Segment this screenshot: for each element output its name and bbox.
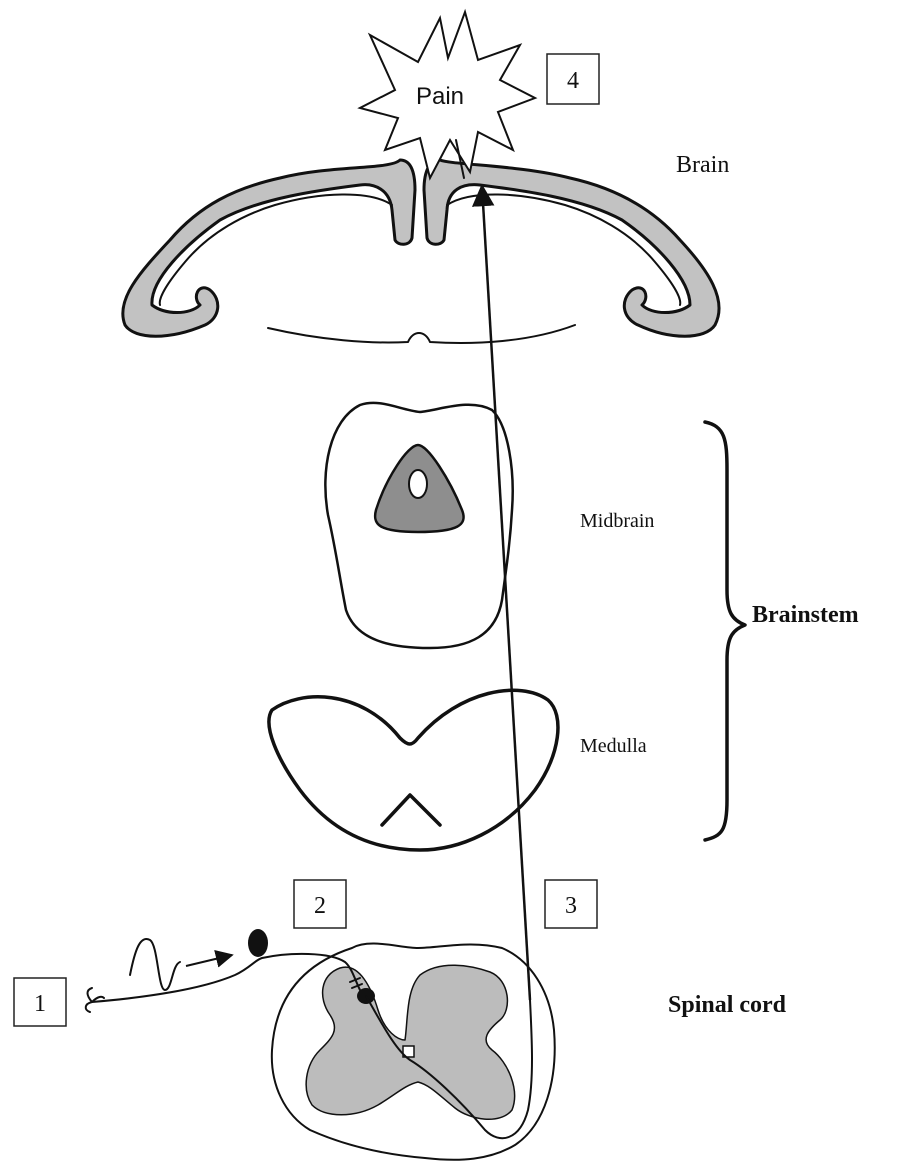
step-1-box: 1: [14, 978, 66, 1026]
midbrain-label: Midbrain: [580, 510, 654, 532]
dorsal-root-ganglion: [248, 929, 268, 957]
brain-base-line: [268, 325, 575, 343]
brain-section: [123, 160, 719, 343]
step-2-label: 2: [314, 893, 326, 919]
stimulus-arrow: [186, 955, 232, 966]
pain-label: Pain: [416, 83, 464, 110]
step-4-box: 4: [547, 54, 599, 104]
step-3-label: 3: [565, 893, 577, 919]
step-2-box: 2: [294, 880, 346, 928]
step-3-box: 3: [545, 880, 597, 928]
medulla-outline: [269, 690, 558, 850]
medulla-section: [269, 690, 558, 850]
brainstem-brace: [705, 422, 745, 840]
spinal-cord-label: Spinal cord: [668, 992, 787, 1018]
aqueduct: [409, 470, 427, 498]
brain-label: Brain: [676, 152, 729, 178]
left-cortex: [123, 160, 415, 336]
medulla-label: Medulla: [580, 735, 647, 757]
pain-starburst: Pain: [360, 12, 535, 178]
midbrain-section: [325, 403, 512, 648]
right-cortex: [424, 160, 719, 336]
left-inner-contour: [160, 194, 392, 305]
nociceptor-ending: [86, 988, 104, 1012]
brainstem-label: Brainstem: [752, 602, 859, 628]
step-4-label: 4: [567, 68, 579, 94]
step-1-label: 1: [34, 991, 46, 1017]
stimulus-wave: [130, 939, 180, 990]
spinal-cord-section: [272, 944, 555, 1160]
